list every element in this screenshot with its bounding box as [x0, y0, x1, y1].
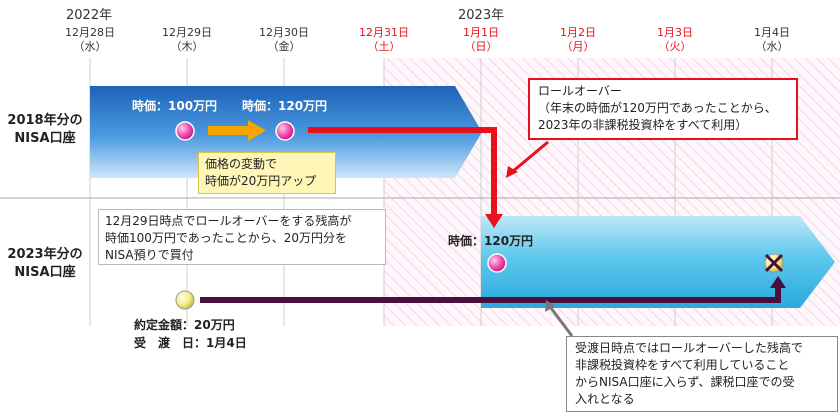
settlement-note: 受渡日時点ではロールオーバーした残高で 非課税投資枠をすべて利用していること か… [566, 336, 838, 412]
nisa2023-arrow [481, 216, 835, 308]
day-of-week-label: （水） [73, 40, 107, 53]
price-120-marker [275, 121, 295, 141]
contract-delivery-date: 受 渡 日：1月4日 [134, 336, 247, 350]
price-change-arrow-head [248, 120, 266, 141]
date-label: 1月1日 [463, 26, 499, 39]
price-100-marker [175, 121, 195, 141]
row-label-2018: 2018年分の NISA口座 [7, 113, 83, 146]
price-100-label: 時価：100万円 [132, 99, 218, 113]
rollover-callout-pointer [511, 140, 549, 174]
day-of-week-label: （水） [755, 40, 789, 53]
date-column-1: 12月28日（水） [60, 26, 120, 54]
price-120-2023-marker [487, 253, 507, 273]
date-label: 12月31日 [359, 26, 409, 39]
date-column-4: 12月31日（土） [354, 26, 414, 54]
year-2023: 2023年 [458, 8, 505, 23]
rollover-arrow-head [485, 214, 503, 228]
day-of-week-label: （土） [367, 40, 401, 53]
date-column-7: 1月3日（火） [645, 26, 705, 54]
year-2022: 2022年 [66, 8, 113, 23]
price-change-arrow-body [208, 126, 250, 135]
day-of-week-label: （日） [464, 40, 498, 53]
row-label-2023: 2023年分の NISA口座 [7, 247, 83, 280]
day-of-week-label: （火） [658, 40, 692, 53]
purchase-line [200, 284, 781, 303]
rollover-note: ロールオーバー （年末の時価が120万円であったことから、 2023年の非課税投… [528, 78, 798, 140]
date-label: 12月29日 [162, 26, 212, 39]
date-column-8: 1月4日（水） [742, 26, 802, 54]
price-120-2023-label: 時価：120万円 [448, 234, 534, 248]
date-column-6: 1月2日（月） [548, 26, 608, 54]
settlement-pointer [546, 303, 574, 337]
rollover-arrow [308, 127, 497, 218]
date-column-5: 1月1日（日） [451, 26, 511, 54]
rejected-cross-icon [764, 253, 784, 273]
date-label: 12月30日 [259, 26, 309, 39]
price-120-label: 時価：120万円 [242, 99, 328, 113]
date-label: 1月3日 [657, 26, 693, 39]
day-of-week-label: （月） [561, 40, 595, 53]
date-column-2: 12月29日（木） [157, 26, 217, 54]
date-label: 1月4日 [754, 26, 790, 39]
contract-marker [175, 290, 195, 310]
date-label: 12月28日 [65, 26, 115, 39]
day-of-week-label: （金） [267, 40, 301, 53]
date-column-3: 12月30日（金） [254, 26, 314, 54]
repurchase-note: 12月29日時点でロールオーバーをする残高が 時価100万円であったことから、2… [98, 209, 386, 265]
price-change-note: 価格の変動で 時価が20万円アップ [198, 152, 336, 194]
contract-amount: 約定金額：20万円 [134, 318, 235, 332]
day-of-week-label: （木） [170, 40, 204, 53]
purchase-line-head [770, 276, 786, 288]
date-label: 1月2日 [560, 26, 596, 39]
